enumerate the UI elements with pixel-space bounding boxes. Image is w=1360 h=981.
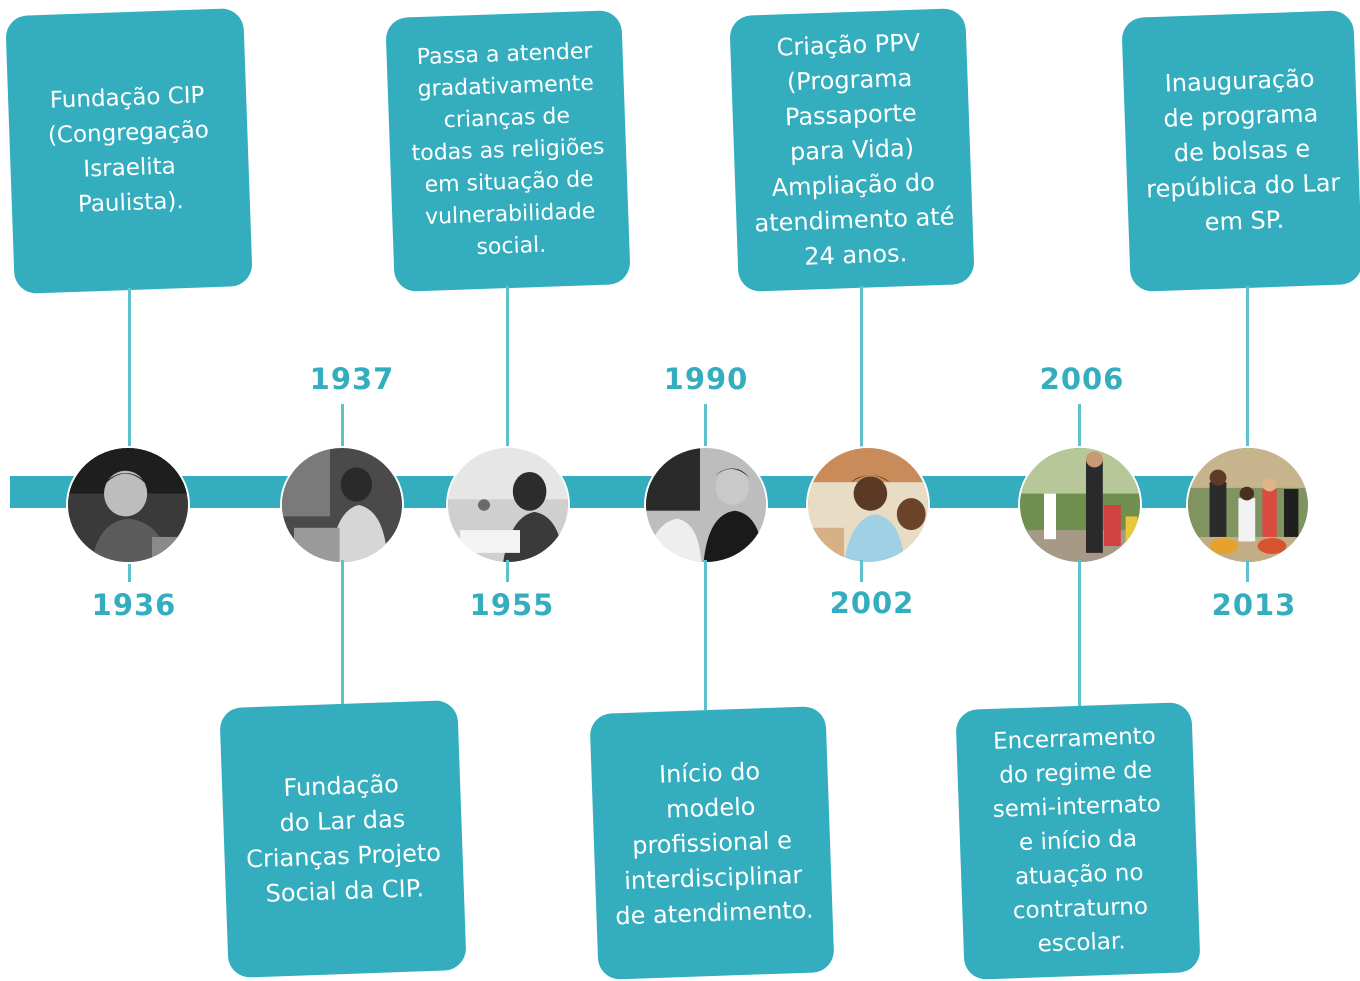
year-label-1990: 1990 bbox=[663, 362, 749, 396]
connector-2002 bbox=[860, 286, 863, 450]
photo-1936 bbox=[66, 446, 190, 564]
photo-1990 bbox=[644, 446, 768, 564]
event-card-1990: Início do modelo profissional e interdis… bbox=[589, 705, 835, 981]
connector-1990-lower bbox=[704, 560, 707, 710]
connector-1937 bbox=[341, 404, 344, 450]
year-label-1937: 1937 bbox=[309, 362, 395, 396]
event-text-2013: Inauguração de programa de bolsas e repú… bbox=[1145, 63, 1341, 236]
connector-2002-lower bbox=[860, 560, 863, 582]
year-label-1955: 1955 bbox=[469, 588, 555, 622]
connector-2013 bbox=[1246, 286, 1249, 450]
connector-1936-lower bbox=[128, 560, 131, 582]
event-text-1937: Fundação do Lar das Crianças Projeto Soc… bbox=[245, 770, 442, 908]
event-text-1955: Passa a atender gradativamente crianças … bbox=[411, 38, 605, 261]
connector-1955-lower bbox=[506, 560, 509, 582]
event-card-2002: Criação PPV (Programa Passaporte para Vi… bbox=[729, 7, 975, 293]
event-card-1936: Fundação CIP (Congregação Israelita Paul… bbox=[5, 7, 253, 295]
photo-2013 bbox=[1186, 446, 1310, 564]
photo-1937 bbox=[280, 446, 404, 564]
event-text-2006: Encerramento do regime de semi-internato… bbox=[992, 723, 1162, 958]
event-card-2013: Inauguração de programa de bolsas e repú… bbox=[1121, 10, 1360, 292]
connector-2006-lower bbox=[1078, 560, 1081, 710]
connector-1937-lower bbox=[341, 560, 344, 710]
year-label-2013: 2013 bbox=[1211, 588, 1297, 622]
event-text-1990: Início do modelo profissional e interdis… bbox=[614, 756, 814, 930]
photo-1955 bbox=[446, 446, 570, 564]
event-text-1936: Fundação CIP (Congregação Israelita Paul… bbox=[47, 82, 210, 218]
photo-2002 bbox=[806, 446, 930, 564]
year-label-1936: 1936 bbox=[91, 588, 177, 622]
event-text-2002: Criação PPV (Programa Passaporte para Vi… bbox=[754, 28, 955, 271]
year-label-2002: 2002 bbox=[829, 586, 915, 620]
connector-2013-lower bbox=[1246, 560, 1249, 582]
connector-1936 bbox=[128, 288, 131, 448]
event-card-1955: Passa a atender gradativamente crianças … bbox=[385, 9, 631, 293]
connector-2006 bbox=[1078, 404, 1081, 450]
year-label-2006: 2006 bbox=[1039, 362, 1125, 396]
event-card-2006: Encerramento do regime de semi-internato… bbox=[955, 701, 1201, 981]
connector-1955 bbox=[506, 286, 509, 450]
photo-2006 bbox=[1018, 446, 1142, 564]
connector-1990 bbox=[704, 404, 707, 450]
event-card-1937: Fundação do Lar das Crianças Projeto Soc… bbox=[219, 699, 467, 979]
